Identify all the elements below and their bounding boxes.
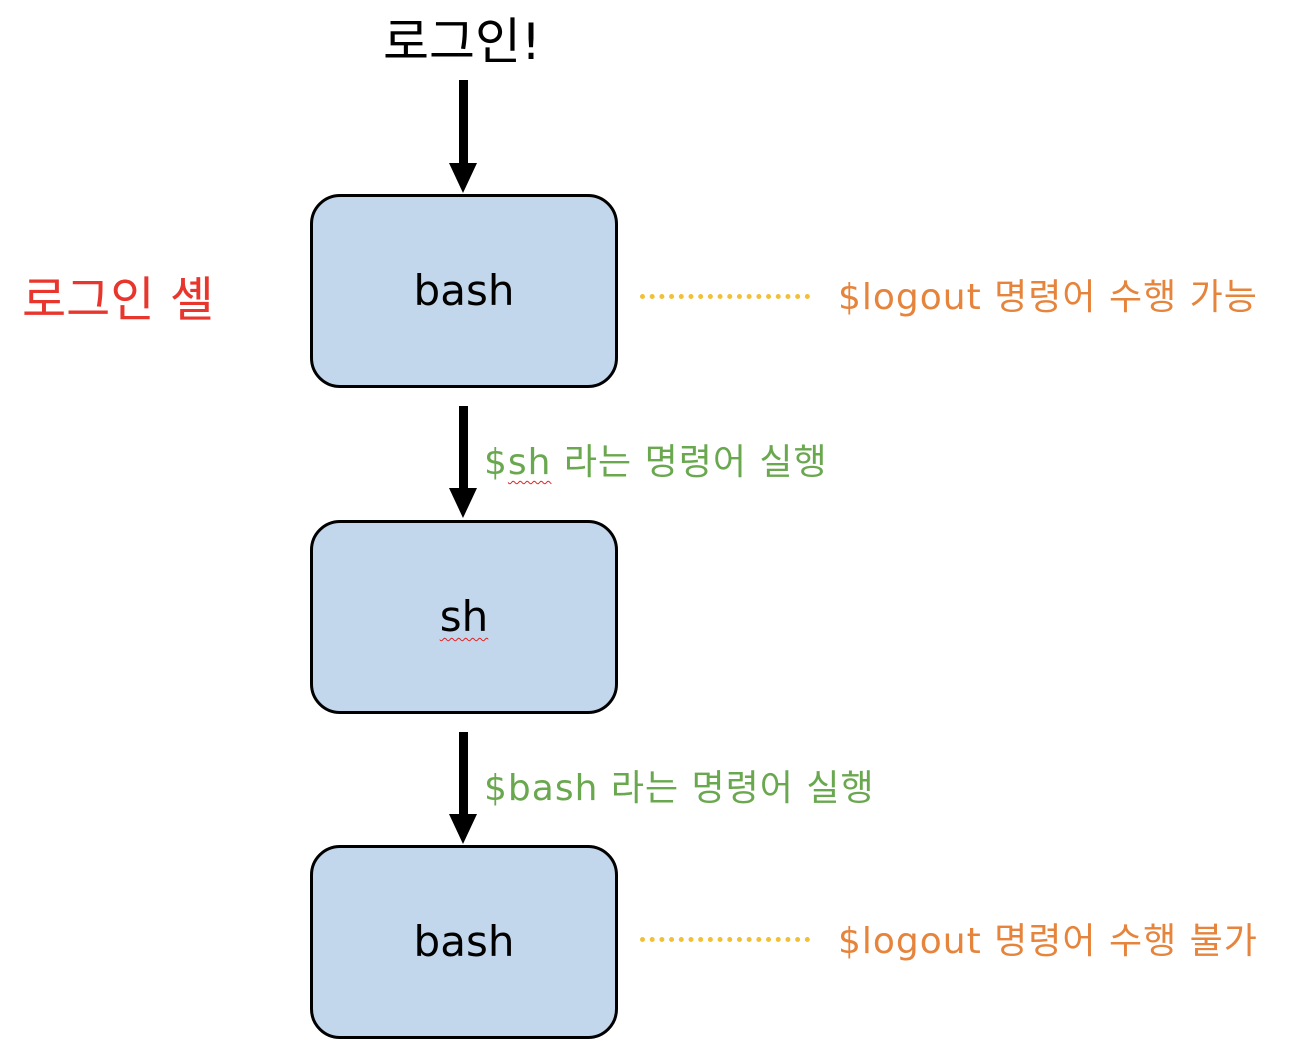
- note-connector-dotted-line: [640, 294, 810, 299]
- transition-prefix: $: [484, 442, 508, 483]
- transition-rest: 라는 명령어 실행: [551, 442, 828, 483]
- transition-label-bash: $bash 라는 명령어 실행: [484, 767, 875, 811]
- arrow-sh-to-bash-shaft: [459, 732, 468, 816]
- arrow-bash-to-sh-shaft: [459, 406, 468, 490]
- shell-box-label: bash: [413, 917, 515, 966]
- login-label: 로그인!: [382, 13, 542, 71]
- note-logout-impossible: $logout 명령어 수행 불가: [838, 921, 1258, 962]
- arrow-bash-to-sh-head: [449, 488, 477, 518]
- arrow-login-to-bash-shaft: [459, 80, 468, 165]
- transition-command: sh: [507, 442, 552, 483]
- login-shell-label: 로그인 셸: [22, 272, 214, 328]
- shell-box-sh: sh: [310, 520, 618, 714]
- shell-box-label: sh: [439, 592, 489, 641]
- transition-prefix: $: [484, 768, 508, 809]
- transition-label-sh: $sh 라는 명령어 실행: [484, 441, 828, 485]
- note-connector-dotted-line: [640, 937, 810, 942]
- transition-rest: 라는 명령어 실행: [598, 768, 875, 809]
- shell-box-bash-nested: bash: [310, 845, 618, 1039]
- shell-box-bash-login: bash: [310, 194, 618, 388]
- note-logout-possible: $logout 명령어 수행 가능: [838, 277, 1258, 318]
- arrow-sh-to-bash-head: [449, 814, 477, 844]
- transition-command: bash: [507, 768, 599, 809]
- arrow-login-to-bash-head: [449, 163, 477, 193]
- shell-box-label: bash: [413, 266, 515, 315]
